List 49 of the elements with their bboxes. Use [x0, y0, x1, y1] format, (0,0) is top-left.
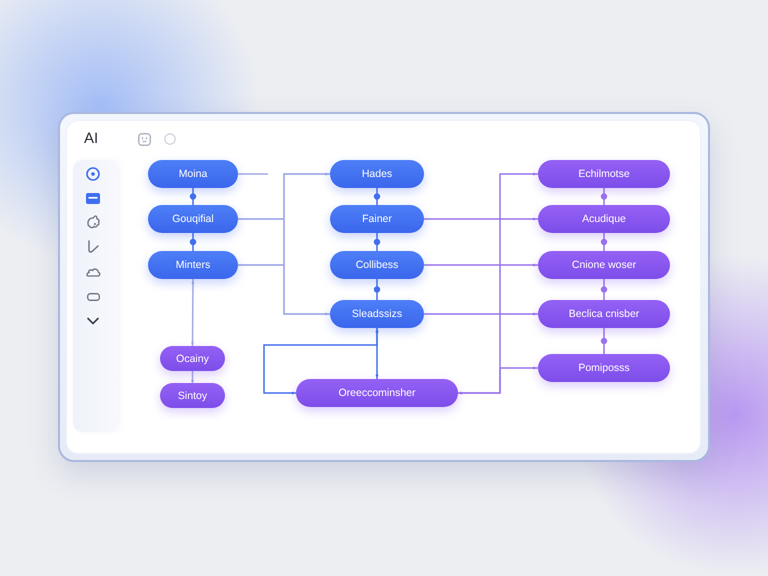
connector	[603, 233, 605, 251]
flow-step	[296, 379, 458, 407]
connector	[458, 366, 538, 394]
connector	[603, 188, 605, 205]
connector	[424, 264, 538, 266]
connector	[424, 218, 538, 220]
flow-step	[330, 205, 424, 233]
node-label: Sleadssizs	[352, 308, 402, 320]
flow-step	[330, 300, 424, 328]
connector	[191, 371, 194, 383]
flow-step	[330, 160, 424, 188]
node-label: Gouqifial	[172, 213, 214, 225]
node-label: Pomiposss	[578, 362, 630, 374]
flow-step	[160, 383, 225, 408]
node-label: Moina	[178, 168, 208, 180]
flow-step	[538, 251, 670, 279]
connector	[424, 312, 538, 316]
node-label: Ocainy	[176, 352, 209, 364]
connector	[376, 233, 378, 251]
flow-step	[148, 251, 238, 279]
node-label: Hades	[362, 168, 392, 180]
connector	[192, 188, 194, 205]
flow-step	[538, 205, 670, 233]
connector	[238, 173, 268, 175]
node-label: Beclica cnisber	[568, 308, 640, 320]
flow-step	[538, 354, 670, 382]
node-label: Acudique	[582, 213, 626, 225]
flow-step	[148, 160, 238, 188]
node-label: Cnione woser	[572, 259, 636, 271]
connector	[603, 279, 605, 300]
flow-step	[538, 300, 670, 328]
flow-step	[148, 205, 238, 233]
flow-step	[538, 160, 670, 188]
node-label: Fainer	[362, 213, 392, 225]
node-label: Minters	[176, 259, 210, 271]
connector	[376, 188, 378, 205]
node-label: Sintoy	[178, 390, 208, 402]
node-label: Collibess	[356, 259, 398, 271]
connector	[263, 328, 378, 394]
connector	[191, 279, 194, 346]
app-title: AI	[84, 130, 98, 147]
node-label: Oreeccominsher	[338, 387, 416, 399]
node-label: Echilmotse	[578, 168, 630, 180]
connector	[192, 233, 194, 251]
flow-step	[330, 251, 424, 279]
connector	[376, 279, 378, 300]
connector	[238, 264, 330, 316]
flow-step	[160, 346, 225, 371]
connector	[603, 328, 605, 354]
